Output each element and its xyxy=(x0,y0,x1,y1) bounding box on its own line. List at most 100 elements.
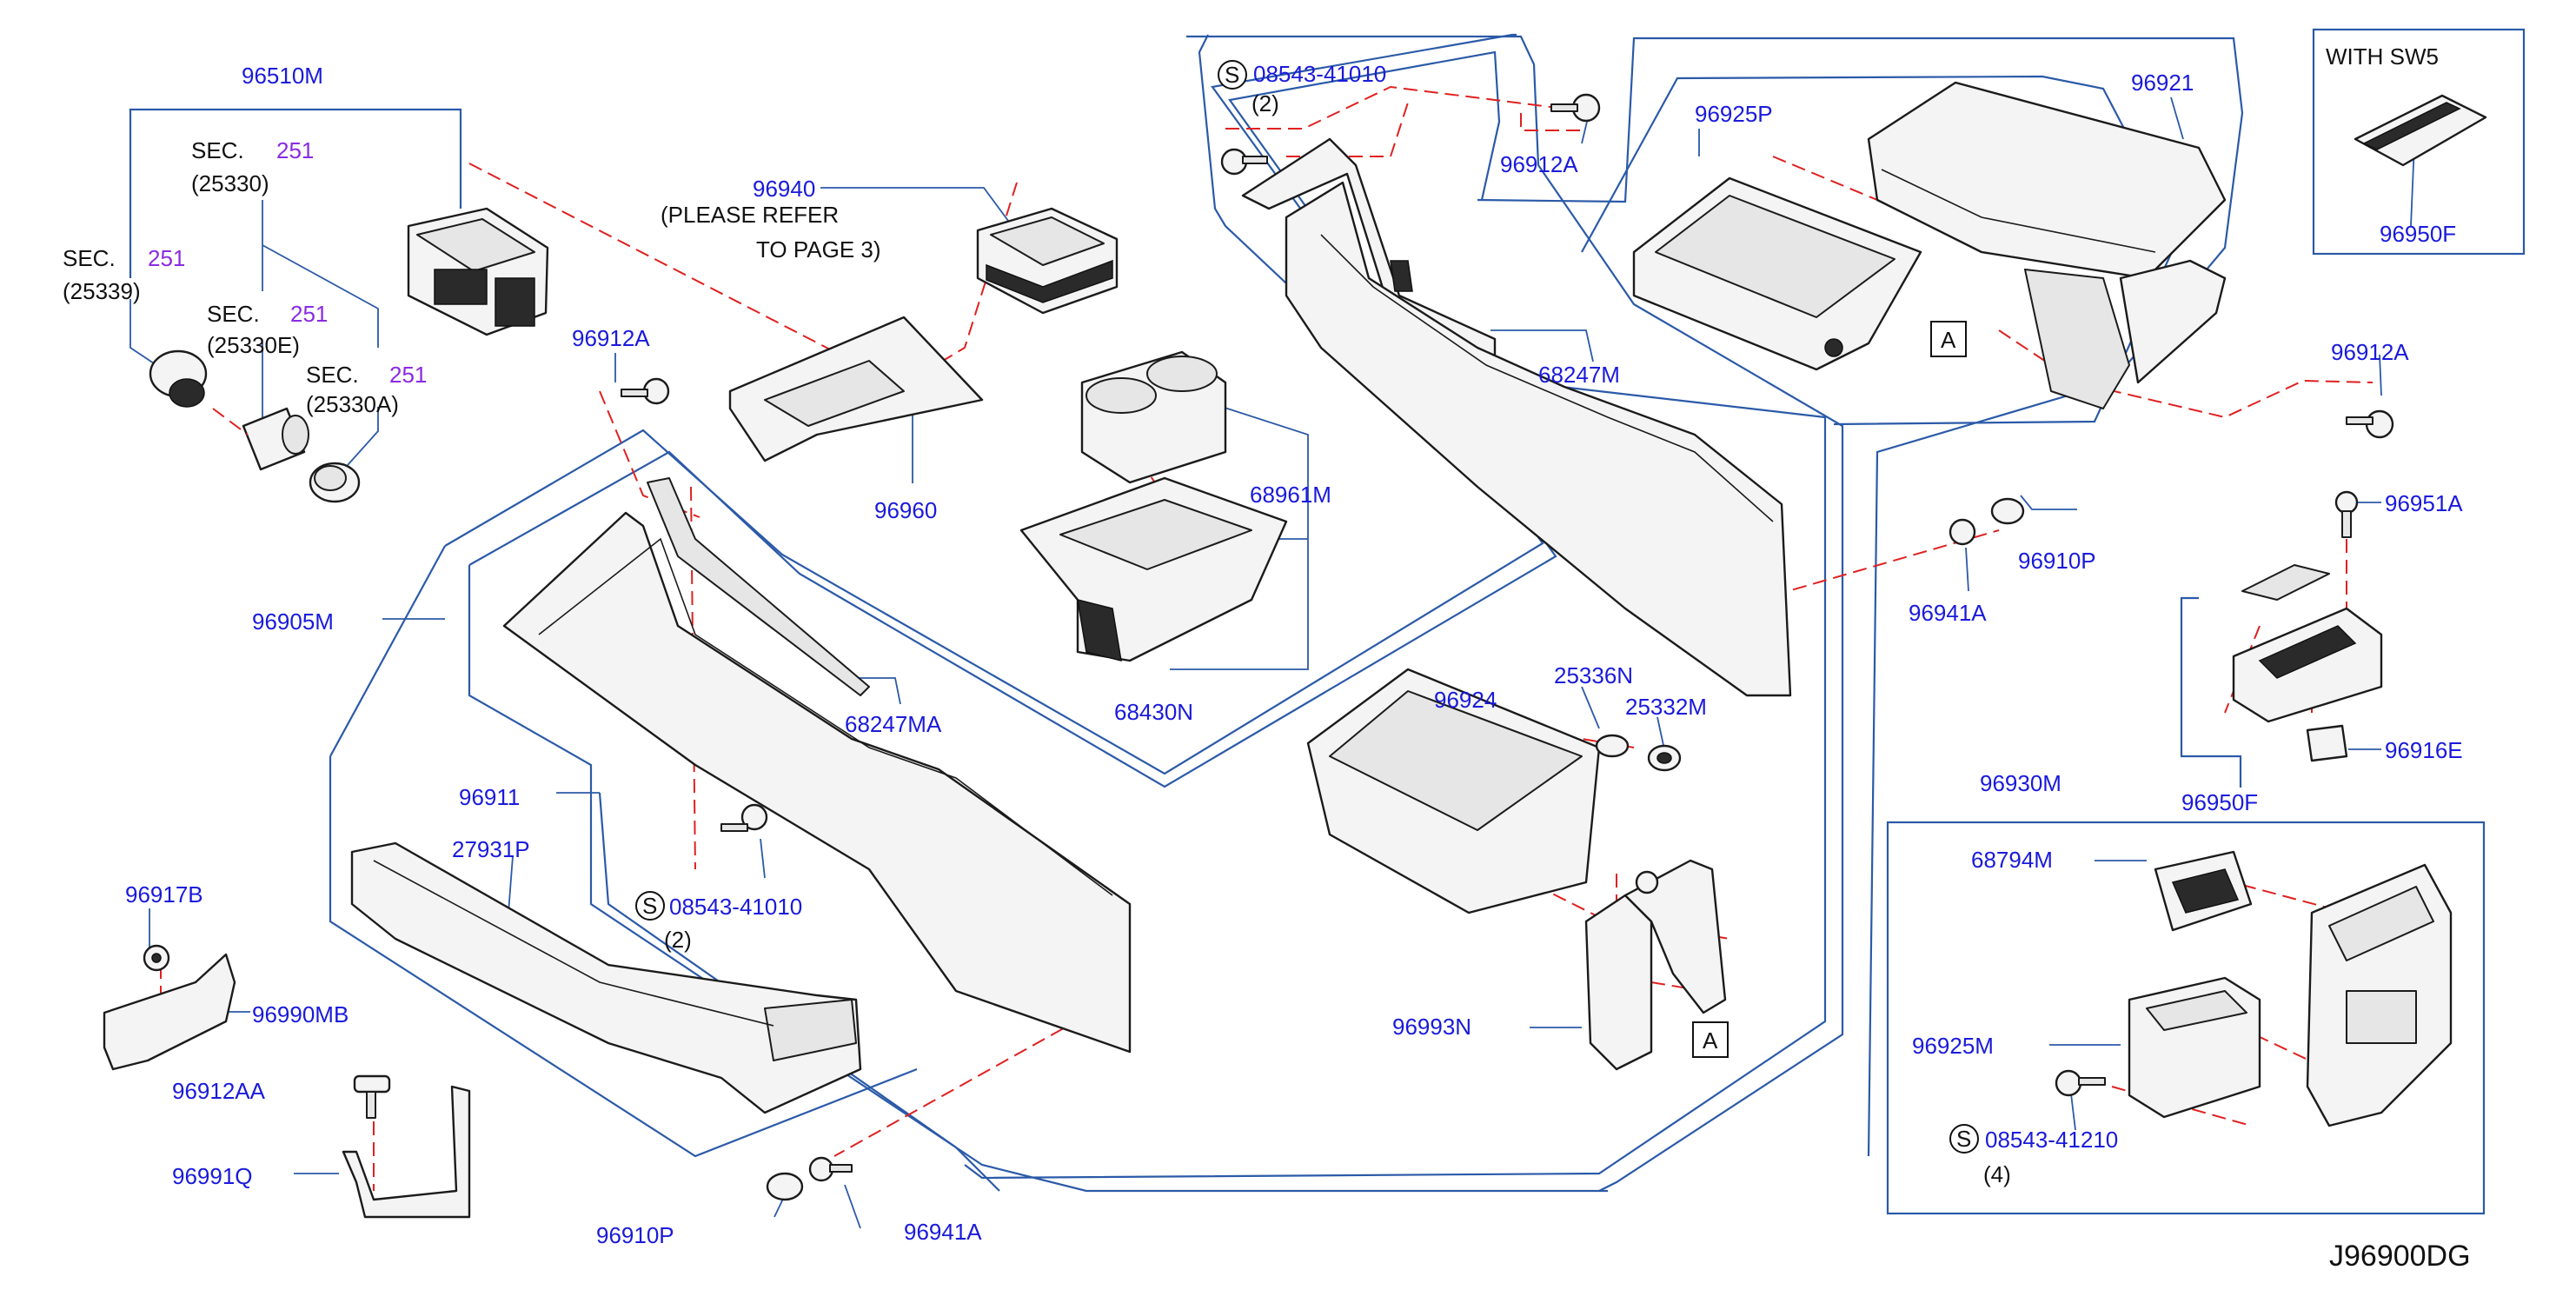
part-96993N-bracket xyxy=(1584,859,1727,1071)
part-96930M-rear-panel xyxy=(2306,863,2453,1127)
part-96941A-clip-a xyxy=(808,1156,853,1182)
label-96993N[interactable]: 96993N xyxy=(1392,1014,1471,1040)
label-96916E[interactable]: 96916E xyxy=(2385,737,2463,763)
part-96960-finisher xyxy=(728,316,984,462)
label-qty2-b: (2) xyxy=(1251,90,1279,116)
label-sec4-num[interactable]: 251 xyxy=(389,362,427,388)
part-25339-socket xyxy=(149,349,208,408)
label-08543-41210[interactable]: 08543-41210 xyxy=(1985,1127,2118,1153)
label-qty4: (4) xyxy=(1983,1161,2011,1187)
part-96950F-switch-sw5 xyxy=(2354,94,2487,167)
label-sec1-num[interactable]: 251 xyxy=(276,137,314,163)
label-96991Q[interactable]: 96991Q xyxy=(172,1163,253,1189)
label-sec3-num[interactable]: 251 xyxy=(290,301,328,327)
part-68961M-cupholder xyxy=(1080,350,1227,484)
part-08543-41010-screw-upper xyxy=(1220,148,1268,176)
label-08543-41010-a[interactable]: 08543-41010 xyxy=(669,894,802,920)
label-sec2-prefix: SEC. xyxy=(63,245,116,271)
labels: 96510M SEC. 251 (25330) SEC. 251 (25339)… xyxy=(63,43,2471,1273)
label-96930M[interactable]: 96930M xyxy=(1980,770,2061,796)
part-25330E-lighter xyxy=(212,407,309,471)
label-sec1-code: (25330) xyxy=(191,170,269,196)
part-96917B-nut xyxy=(143,944,170,972)
part-25332M-bulb xyxy=(1647,744,1682,772)
label-s-circle-3: S xyxy=(1956,1126,1971,1152)
label-96940[interactable]: 96940 xyxy=(753,176,815,202)
frame-96921 xyxy=(1477,37,2244,1157)
label-96941A-a[interactable]: 96941A xyxy=(904,1219,982,1245)
part-96941A-clip-b xyxy=(1949,518,1976,546)
label-96925P[interactable]: 96925P xyxy=(1695,101,1773,127)
part-27931P-duct xyxy=(350,841,862,1114)
part-25330A-plug xyxy=(309,462,361,503)
label-sec3-prefix: SEC. xyxy=(207,301,260,327)
part-68794M-vent xyxy=(2154,850,2253,932)
label-sec2-code: (25339) xyxy=(63,278,141,304)
s-circle-1 xyxy=(635,891,665,921)
label-96910P-b[interactable]: 96910P xyxy=(2018,548,2096,574)
label-96924[interactable]: 96924 xyxy=(1434,687,1497,713)
part-96924-box xyxy=(1306,668,1601,914)
label-27931P[interactable]: 27931P xyxy=(452,836,530,862)
label-68247M[interactable]: 68247M xyxy=(1538,362,1620,388)
label-68794M[interactable]: 68794M xyxy=(1971,847,2053,873)
label-96921[interactable]: 96921 xyxy=(2131,70,2194,96)
label-96941A-b[interactable]: 96941A xyxy=(1909,600,1987,626)
label-96912A-1[interactable]: 96912A xyxy=(572,325,650,351)
label-96925M[interactable]: 96925M xyxy=(1912,1033,1994,1059)
frame-96905M xyxy=(444,33,1544,775)
part-96940-shifter xyxy=(976,207,1119,315)
label-with-sw5: WITH SW5 xyxy=(2326,43,2439,70)
label-s-circle-1: S xyxy=(642,893,657,919)
part-96912A-clip-2 xyxy=(1550,93,1601,123)
label-sec4-code: (25330A) xyxy=(306,391,399,417)
label-box-A-1: A xyxy=(1703,1027,1718,1054)
label-96960[interactable]: 96960 xyxy=(874,497,937,523)
label-96950F-a[interactable]: 96950F xyxy=(2380,221,2456,247)
label-qty2-a: (2) xyxy=(664,927,692,953)
frame-with-sw5 xyxy=(2312,28,2526,256)
label-96950F-b[interactable]: 96950F xyxy=(2181,789,2258,815)
label-96951A[interactable]: 96951A xyxy=(2385,490,2463,516)
label-box-A-2: A xyxy=(1941,327,1956,353)
label-68430N[interactable]: 68430N xyxy=(1114,699,1193,725)
part-96925P-tray xyxy=(1632,176,1922,371)
part-96951A-screw xyxy=(2334,490,2359,538)
label-sec4-prefix: SEC. xyxy=(306,362,359,388)
label-96911[interactable]: 96911 xyxy=(459,784,520,810)
label-sec1-prefix: SEC. xyxy=(191,137,244,163)
label-25332M[interactable]: 25332M xyxy=(1625,694,1707,720)
part-96950F-switch-panel xyxy=(2232,564,2383,723)
frame-lines xyxy=(129,28,2526,1229)
label-96912A-2[interactable]: 96912A xyxy=(1500,151,1578,177)
part-68247MA-trim xyxy=(647,477,870,696)
part-08543-41210-screw xyxy=(2055,1069,2106,1097)
part-68247M-console-side xyxy=(1241,137,1792,697)
label-68961M[interactable]: 68961M xyxy=(1250,482,1331,508)
label-96990MB[interactable]: 96990MB xyxy=(252,1001,349,1027)
label-96912A-3[interactable]: 96912A xyxy=(2331,339,2409,365)
part-96990MB-bracket xyxy=(103,953,236,1071)
part-08543-41010-screw-lower xyxy=(720,803,768,832)
label-sec3-code: (25330E) xyxy=(207,332,300,358)
part-96905M-console xyxy=(502,511,1132,1054)
part-96916E-cap xyxy=(2306,724,2348,762)
part-96912A-clip-1 xyxy=(621,377,670,405)
label-please-refer-2: TO PAGE 3) xyxy=(756,236,881,263)
label-25336N[interactable]: 25336N xyxy=(1554,662,1633,688)
frame-96930M xyxy=(1886,821,2486,1215)
part-96910P-clip-b xyxy=(1990,497,2025,525)
label-96917B[interactable]: 96917B xyxy=(125,881,203,908)
label-sec2-num[interactable]: 251 xyxy=(148,245,185,271)
label-96910P-a[interactable]: 96910P xyxy=(596,1222,674,1248)
label-96510M[interactable]: 96510M xyxy=(242,63,323,89)
label-08543-41010-b[interactable]: 08543-41010 xyxy=(1253,61,1386,87)
label-68247MA[interactable]: 68247MA xyxy=(845,711,942,737)
label-96912AA[interactable]: 96912AA xyxy=(172,1078,266,1104)
box-A-1 xyxy=(1692,1021,1729,1058)
part-96912A-clip-3 xyxy=(2346,409,2394,439)
part-96921-armrest xyxy=(1867,81,2227,409)
label-96905M[interactable]: 96905M xyxy=(252,608,334,635)
diagram-id: J96900DG xyxy=(2329,1240,2471,1273)
